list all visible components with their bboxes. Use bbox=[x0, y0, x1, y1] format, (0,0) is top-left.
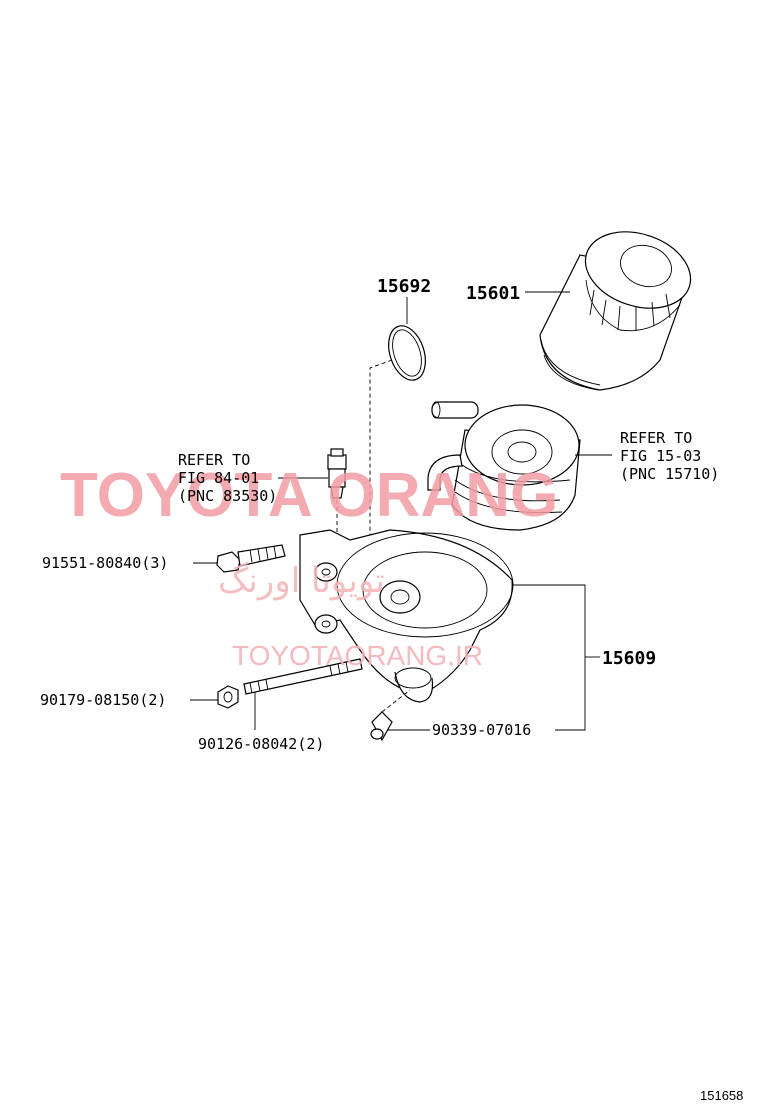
oil-pressure-switch[interactable] bbox=[327, 448, 347, 499]
label-15609: 15609 bbox=[602, 648, 656, 669]
label-refer-left-line1: REFER TO bbox=[178, 451, 250, 469]
plug-90339[interactable] bbox=[370, 711, 393, 742]
label-91551: 91551-80840(3) bbox=[42, 554, 168, 572]
watermark-main: TOYOTA ORANG bbox=[60, 461, 558, 530]
label-15601: 15601 bbox=[466, 283, 520, 304]
watermark-site: TOYOTAORANG.IR bbox=[232, 640, 483, 671]
nut-90179[interactable] bbox=[217, 685, 239, 709]
label-15692: 15692 bbox=[377, 276, 431, 297]
label-refer-right-line3: (PNC 15710) bbox=[620, 465, 719, 483]
o-ring-gasket[interactable] bbox=[382, 321, 432, 385]
alignment-dash-oring bbox=[369, 359, 393, 535]
label-refer-right-line1: REFER TO bbox=[620, 429, 692, 447]
label-90179: 90179-08150(2) bbox=[40, 691, 166, 709]
stud-90126[interactable] bbox=[243, 658, 363, 695]
bolt-91551[interactable] bbox=[216, 544, 286, 573]
oil-filter[interactable] bbox=[539, 219, 700, 391]
watermark-persian: تویوتا اورنگ bbox=[218, 561, 385, 601]
label-refer-left-line3: (PNC 83530) bbox=[178, 487, 277, 505]
figure-number: 151658 bbox=[700, 1088, 743, 1103]
oil-cooler[interactable] bbox=[427, 401, 581, 531]
leader-15609-bracket bbox=[512, 584, 586, 731]
oil-filter-bracket[interactable] bbox=[299, 529, 514, 703]
label-refer-right-line2: FIG 15-03 bbox=[620, 447, 701, 465]
alignment-dash-plug bbox=[381, 689, 411, 713]
label-refer-left-line2: FIG 84-01 bbox=[178, 469, 259, 487]
label-90126: 90126-08042(2) bbox=[198, 735, 324, 753]
label-90339: 90339-07016 bbox=[432, 721, 531, 739]
